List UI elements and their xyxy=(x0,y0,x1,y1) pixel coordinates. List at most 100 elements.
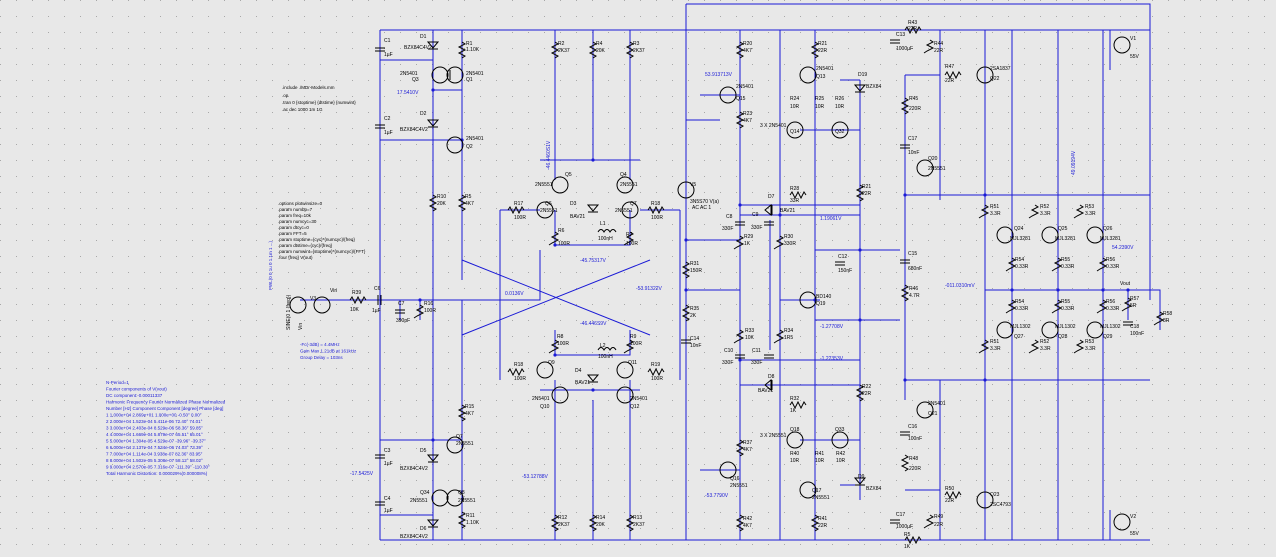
capacitor-C1 xyxy=(375,47,385,52)
label-Q10v: 2N5401 xyxy=(532,396,550,402)
label-Q1: Q1 xyxy=(466,77,473,83)
label-R30v: 100R xyxy=(424,308,436,314)
fourier-line-5: Number [Hz] Component Component [degree]… xyxy=(106,406,223,411)
label-Q26: Q26 xyxy=(1103,226,1113,232)
label-C16v: 100nF xyxy=(908,436,922,442)
net-label-2: -17.5425V xyxy=(350,471,374,477)
resistor-R38b xyxy=(923,514,935,529)
label-Q3v: 2N5401 xyxy=(400,71,418,77)
label-Q27v: MJL1302 xyxy=(1010,324,1031,330)
label-R50: R50 xyxy=(945,486,954,492)
directive-tran[interactable]: .tran 0 {stoptime} {dtstime} {numwint} xyxy=(282,100,356,105)
label-R25v: 10R xyxy=(815,104,825,110)
label-R44: R48 xyxy=(909,456,918,462)
label-R27: R20 xyxy=(743,41,752,47)
label-R32v: 22R xyxy=(818,48,828,54)
transistor-Q20 xyxy=(916,159,934,177)
net-label-8: -53.7790V xyxy=(705,493,729,499)
label-V5v: 3N5S70 V(a) xyxy=(690,199,719,205)
label-R6: R6 xyxy=(558,228,565,234)
label-Q6: Q6 xyxy=(545,201,552,207)
label-C15: C15 xyxy=(908,251,917,257)
label-C9v: 330F xyxy=(751,225,762,231)
label-Q15: Q15 xyxy=(736,96,746,102)
source-V3 xyxy=(289,296,307,314)
wires xyxy=(300,3,1161,541)
label-C18v: 100nF xyxy=(1130,331,1144,337)
label-L2v: 100nH xyxy=(598,354,613,360)
directive-ac[interactable]: .ac dec 1000 1m 1G xyxy=(282,107,323,112)
label-R10v: 20K xyxy=(437,201,447,207)
label-R38: R18 xyxy=(514,362,523,368)
label-R28v: 33R xyxy=(790,198,800,204)
diode-D8 xyxy=(764,378,773,392)
label-C17v: 10nF xyxy=(908,150,919,156)
label-R30: R16 xyxy=(424,301,433,307)
inductor-L1 xyxy=(597,229,617,233)
label-C18: C18 xyxy=(1130,324,1139,330)
label-vin-val: Vin xyxy=(298,323,304,330)
label-D2: D2 xyxy=(420,111,427,117)
label-D19: D19 xyxy=(858,72,867,78)
source-V1 xyxy=(1113,36,1131,54)
label-R39bv: 1K xyxy=(904,544,911,550)
transistor-Q1 xyxy=(446,66,464,84)
label-R53: R31 xyxy=(690,261,699,267)
net-label-6: -46.446S9V xyxy=(580,321,607,327)
capacitor-C12 xyxy=(835,261,845,266)
label-Q7: Q7 xyxy=(630,201,637,207)
label-C12v: 150nF xyxy=(838,268,852,274)
source-V2 xyxy=(1113,513,1131,531)
directive-include[interactable]: .include ./MDr-Models.mm xyxy=(282,85,335,90)
label-R54out: R53 xyxy=(1085,339,1094,345)
label-Q7b: Q7 xyxy=(456,434,463,440)
directive-param-10: .four {freq} V(out) xyxy=(278,255,313,260)
resistor-R50 xyxy=(944,490,962,500)
label-R17: R17 xyxy=(514,201,523,207)
transistor-Q21 xyxy=(916,401,934,419)
label-R47v: 22R xyxy=(945,78,955,84)
diode-D5 xyxy=(426,454,440,463)
label-Q20v: 2N5551 xyxy=(928,166,946,172)
resistor-R7 xyxy=(623,231,635,246)
label-Q21: Q21 xyxy=(928,411,938,417)
net-label-9: 1.19061V xyxy=(820,216,842,222)
label-R24v: 10R xyxy=(790,104,800,110)
label-R18: R18 xyxy=(651,201,660,207)
label-R37: R37 xyxy=(743,440,752,446)
fourier-line-12: 7 7.000e+04 1.114e-04 3.938e-07 82.36° 8… xyxy=(106,452,203,457)
label-R51outv: 3.3R xyxy=(1040,211,1051,217)
net-label-16: -53.12788V xyxy=(522,474,549,480)
transistor-Q22 xyxy=(976,66,994,84)
fourier-line-9: 4 4.000e+04 1.669e-04 5.879e-07 65.51° 6… xyxy=(106,432,203,437)
label-R52: R35 xyxy=(690,306,699,312)
label-C4v: 1µF xyxy=(384,508,393,514)
label-R21: R21 xyxy=(862,184,871,190)
capacitor-C11 xyxy=(764,354,774,359)
label-R3v: 2K37 xyxy=(633,48,645,54)
label-C2v: 1µF xyxy=(384,130,393,136)
directive-op[interactable]: .op xyxy=(282,93,289,98)
label-C6: C6 xyxy=(374,286,381,292)
label-Q23: Q23 xyxy=(990,492,1000,498)
label-R40: R40 xyxy=(790,451,799,457)
capacitor-C6 xyxy=(377,295,382,305)
diode-D6 xyxy=(426,519,440,528)
resistor-R41 xyxy=(810,514,820,532)
label-R28: R28 xyxy=(790,186,799,192)
label-R7v: 100R xyxy=(626,241,638,247)
label-C10: C10 xyxy=(724,348,733,354)
net-label-11: -1.22353V xyxy=(820,356,844,362)
label-R55out: R56 xyxy=(1106,299,1115,305)
transistor-Q27 xyxy=(996,321,1014,339)
transistor-Q9 xyxy=(536,361,554,379)
label-R50out: R51 xyxy=(990,339,999,345)
label-R5: R5 xyxy=(465,194,472,200)
transistor-Q19 xyxy=(799,291,817,309)
resistor-R32 xyxy=(810,41,820,59)
label-D7v: BAV21 xyxy=(780,208,795,214)
label-R48outv: 3.3R xyxy=(1085,211,1096,217)
directive-params[interactable]: .options plotwinsize=0.param numbp=7.par… xyxy=(278,201,366,260)
